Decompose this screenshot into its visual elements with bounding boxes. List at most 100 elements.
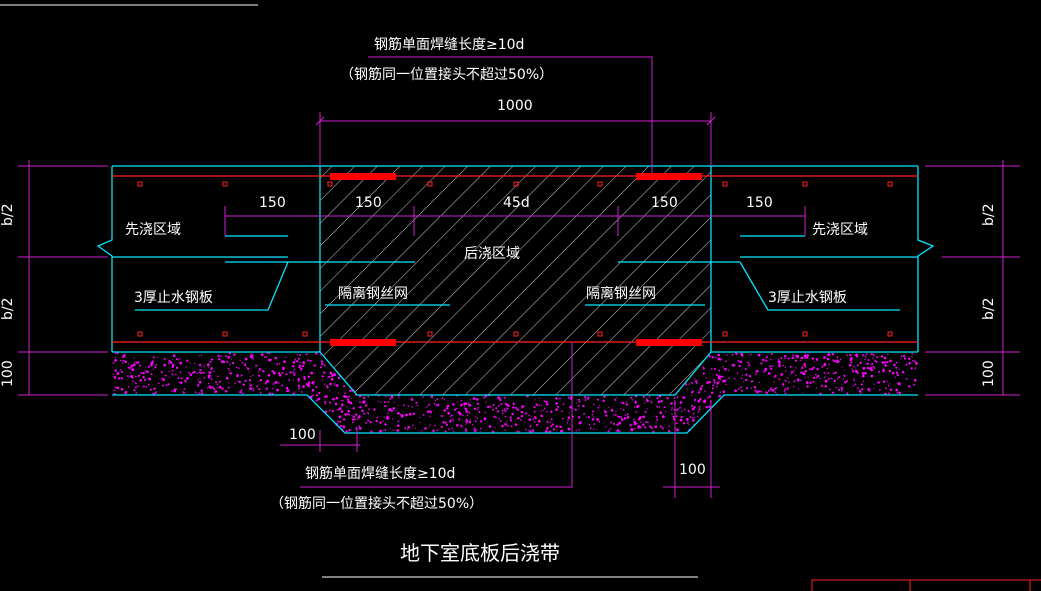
concrete-speckle: [396, 429, 400, 432]
concrete-speckle: [406, 428, 409, 430]
concrete-speckle: [799, 359, 801, 362]
concrete-speckle: [127, 363, 129, 365]
concrete-speckle: [125, 390, 128, 393]
concrete-speckle: [458, 412, 462, 416]
concrete-speckle: [282, 367, 285, 370]
concrete-speckle: [422, 413, 425, 416]
concrete-speckle: [760, 390, 763, 393]
concrete-speckle: [702, 367, 705, 370]
concrete-speckle: [341, 403, 344, 407]
concrete-speckle: [666, 396, 669, 399]
concrete-speckle: [177, 377, 180, 380]
concrete-speckle: [633, 422, 637, 426]
concrete-speckle: [615, 411, 617, 413]
concrete-speckle: [130, 364, 134, 368]
concrete-speckle: [154, 366, 157, 369]
concrete-speckle: [171, 373, 174, 376]
concrete-speckle: [741, 389, 744, 392]
concrete-speckle: [325, 385, 328, 388]
concrete-speckle: [315, 386, 318, 388]
concrete-speckle: [427, 404, 430, 406]
concrete-speckle: [546, 420, 549, 424]
concrete-speckle: [469, 399, 471, 401]
concrete-speckle: [248, 379, 252, 382]
concrete-speckle: [383, 429, 385, 432]
top-note-line1: 钢筋单面焊缝长度≥10d: [374, 36, 524, 53]
concrete-speckle: [731, 363, 735, 367]
concrete-speckle: [620, 408, 622, 410]
concrete-speckle: [914, 368, 916, 370]
concrete-speckle: [297, 378, 301, 381]
concrete-speckle: [637, 427, 639, 429]
concrete-speckle: [827, 352, 830, 354]
concrete-speckle: [278, 372, 281, 375]
concrete-speckle: [860, 383, 863, 386]
concrete-speckle: [368, 408, 370, 411]
concrete-speckle: [552, 428, 556, 431]
concrete-speckle: [772, 365, 774, 367]
concrete-speckle: [426, 410, 430, 414]
concrete-speckle: [200, 389, 203, 392]
concrete-speckle: [770, 353, 773, 355]
concrete-speckle: [555, 402, 559, 405]
concrete-speckle: [881, 361, 885, 364]
concrete-speckle: [346, 406, 348, 408]
concrete-speckle: [175, 388, 178, 391]
concrete-speckle: [430, 395, 434, 398]
concrete-speckle: [257, 370, 260, 373]
concrete-speckle: [713, 381, 716, 384]
concrete-speckle: [184, 379, 186, 382]
concrete-speckle: [841, 388, 844, 390]
slab-outline: [96, 165, 935, 434]
concrete-speckle: [303, 375, 306, 379]
concrete-speckle: [467, 403, 471, 406]
concrete-speckle: [846, 392, 849, 395]
concrete-speckle: [810, 367, 814, 371]
concrete-speckle: [213, 370, 215, 372]
concrete-speckle: [770, 368, 773, 370]
concrete-speckle: [379, 421, 382, 424]
concrete-speckle: [782, 364, 784, 366]
concrete-speckle: [697, 411, 700, 413]
concrete-speckle: [133, 389, 136, 392]
concrete-speckle: [465, 421, 468, 424]
concrete-speckle: [846, 354, 848, 357]
concrete-speckle: [697, 415, 699, 418]
concrete-speckle: [389, 397, 392, 400]
concrete-speckle: [800, 356, 804, 360]
concrete-speckle: [535, 403, 538, 406]
concrete-speckle: [499, 398, 502, 401]
concrete-speckle: [476, 417, 479, 419]
concrete-speckle: [767, 390, 770, 392]
concrete-speckle: [745, 373, 748, 376]
concrete-speckle: [202, 371, 205, 374]
concrete-speckle: [528, 414, 530, 417]
concrete-speckle: [867, 359, 870, 361]
concrete-speckle: [194, 391, 197, 394]
concrete-speckle: [644, 421, 647, 423]
concrete-speckle: [445, 423, 449, 426]
concrete-speckle: [636, 404, 640, 408]
concrete-speckle: [320, 362, 324, 365]
concrete-speckle: [635, 411, 638, 413]
concrete-speckle: [307, 359, 310, 362]
rebar-dot: [597, 181, 603, 187]
concrete-speckle: [740, 386, 742, 389]
concrete-speckle: [791, 373, 793, 374]
concrete-speckle: [307, 382, 310, 386]
concrete-speckle: [353, 418, 356, 421]
concrete-speckle: [638, 425, 641, 429]
concrete-speckle: [765, 392, 768, 395]
concrete-speckle: [385, 405, 387, 407]
concrete-speckle: [154, 392, 156, 395]
concrete-speckle: [298, 357, 300, 360]
concrete-speckle: [281, 372, 284, 374]
concrete-speckle: [778, 363, 781, 366]
concrete-speckle: [504, 415, 507, 418]
concrete-speckle: [492, 408, 495, 411]
concrete-speckle: [424, 407, 426, 409]
concrete-speckle: [837, 388, 841, 391]
concrete-speckle: [302, 361, 306, 364]
concrete-speckle: [712, 384, 715, 387]
concrete-speckle: [474, 420, 477, 423]
